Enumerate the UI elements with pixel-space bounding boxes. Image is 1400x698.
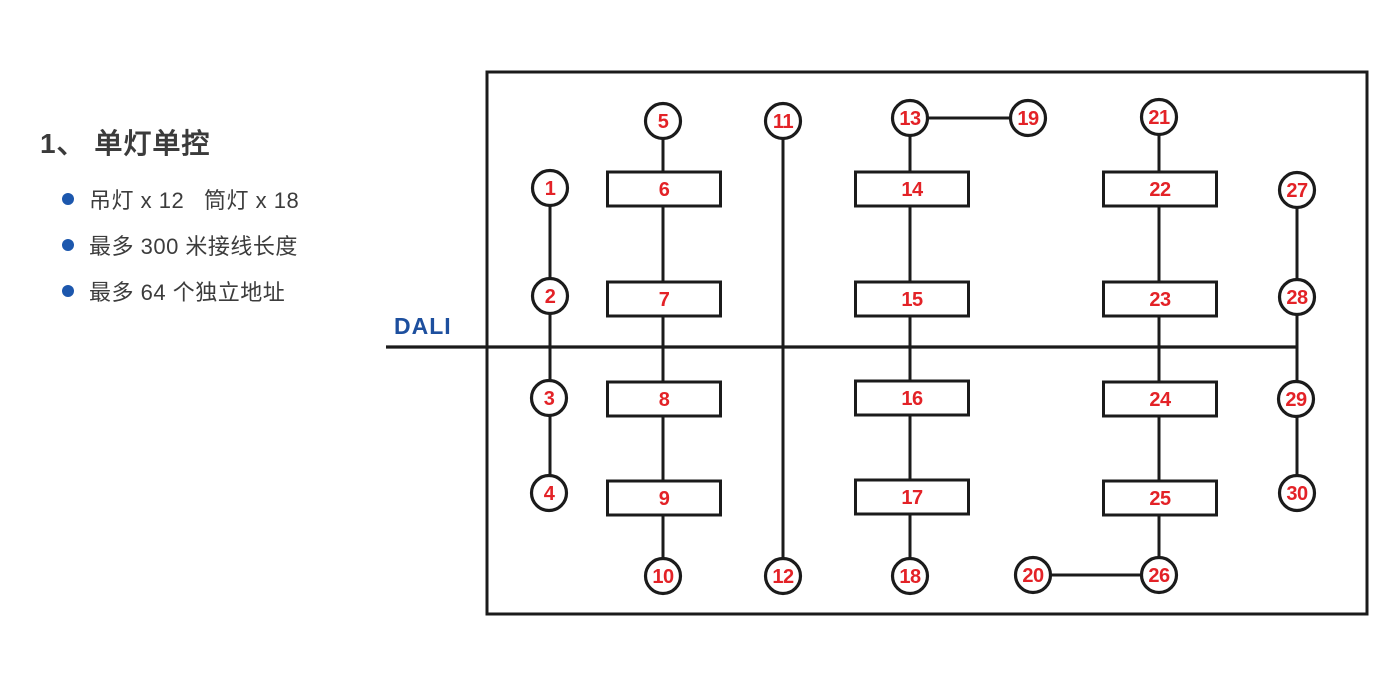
bullet-text: 最多 300 米接线长度	[89, 234, 298, 259]
downlight-node-4	[529, 473, 569, 513]
downlight-number-20: 20	[1022, 565, 1044, 587]
pendant-lamp-box-14	[854, 170, 970, 208]
pendant-lamp-number-22: 22	[1149, 179, 1171, 201]
pendant-lamp-number-9: 9	[659, 488, 670, 510]
pendant-lamp-number-15: 15	[901, 289, 923, 311]
pendant-lamp-box-24	[1102, 380, 1218, 418]
pendant-lamp-number-17: 17	[901, 487, 923, 509]
downlight-number-12: 12	[772, 566, 794, 588]
bullet-dot-icon	[62, 193, 74, 205]
downlight-node-29	[1276, 379, 1316, 419]
pendant-lamp-box-7	[606, 280, 722, 318]
downlight-node-21	[1139, 97, 1179, 137]
downlight-node-26	[1139, 555, 1179, 595]
pendant-lamp-number-14: 14	[901, 179, 924, 201]
pendant-lamp-box-6	[606, 170, 722, 208]
pendant-lamp-box-9	[606, 479, 722, 517]
downlight-number-1: 1	[545, 178, 556, 200]
pendant-lamp-box-22	[1102, 170, 1218, 208]
feature-bullet-list: 吊灯 x 12 筒灯 x 18 最多 300 米接线长度 最多 64 个独立地址	[62, 186, 299, 324]
pendant-lamp-box-16	[854, 379, 970, 417]
downlight-number-27: 27	[1286, 180, 1308, 202]
downlight-number-19: 19	[1017, 108, 1039, 130]
downlight-node-28	[1277, 277, 1317, 317]
pendant-lamp-box-15	[854, 280, 970, 318]
pendant-lamp-number-6: 6	[659, 179, 670, 201]
downlight-number-29: 29	[1285, 389, 1307, 411]
dali-bus-label: DALI	[394, 313, 452, 339]
pendant-lamp-box-17	[854, 478, 970, 516]
downlight-node-1	[530, 168, 570, 208]
downlight-node-13	[890, 98, 930, 138]
downlight-node-27	[1277, 170, 1317, 210]
downlight-number-18: 18	[899, 566, 921, 588]
bullet-item-addresses: 最多 64 个独立地址	[62, 278, 299, 305]
downlight-number-28: 28	[1286, 287, 1308, 309]
pendant-lamp-box-8	[606, 380, 722, 418]
pendant-lamp-number-8: 8	[659, 389, 670, 411]
downlight-number-11: 11	[773, 111, 794, 133]
bullet-item-wire-length: 最多 300 米接线长度	[62, 232, 299, 259]
downlight-number-2: 2	[545, 286, 556, 308]
downlight-node-10	[643, 556, 683, 596]
downlight-node-20	[1013, 555, 1053, 595]
downlight-node-2	[530, 276, 570, 316]
downlight-number-10: 10	[652, 566, 674, 588]
pendant-lamp-number-7: 7	[659, 289, 670, 311]
pendant-lamp-number-24: 24	[1149, 389, 1172, 411]
downlight-node-19	[1008, 98, 1048, 138]
downlight-number-21: 21	[1148, 107, 1170, 129]
downlight-number-5: 5	[658, 111, 669, 133]
downlight-node-5	[643, 101, 683, 141]
bullet-item-lamp-counts: 吊灯 x 12 筒灯 x 18	[62, 186, 300, 213]
downlight-node-3	[529, 378, 569, 418]
pendant-lamp-number-25: 25	[1149, 488, 1171, 510]
pendant-lamp-number-16: 16	[901, 388, 923, 410]
bullet-text: 吊灯 x 12 筒灯 x 18	[89, 188, 300, 213]
downlight-node-11	[763, 101, 803, 141]
section-heading: 1、 单灯单控	[40, 128, 211, 159]
downlight-number-30: 30	[1286, 483, 1308, 505]
system-boundary-box	[485, 70, 1369, 616]
pendant-lamp-number-23: 23	[1149, 289, 1171, 311]
downlight-node-18	[890, 556, 930, 596]
bullet-dot-icon	[62, 285, 74, 297]
pendant-lamp-box-23	[1102, 280, 1218, 318]
downlight-node-30	[1277, 473, 1317, 513]
downlight-number-13: 13	[899, 108, 921, 130]
bullet-dot-icon	[62, 239, 74, 251]
bullet-text: 最多 64 个独立地址	[89, 280, 286, 305]
downlight-number-3: 3	[544, 388, 555, 410]
downlight-number-26: 26	[1148, 565, 1170, 587]
downlight-number-4: 4	[544, 483, 556, 505]
pendant-lamp-box-25	[1102, 479, 1218, 517]
downlight-node-12	[763, 556, 803, 596]
